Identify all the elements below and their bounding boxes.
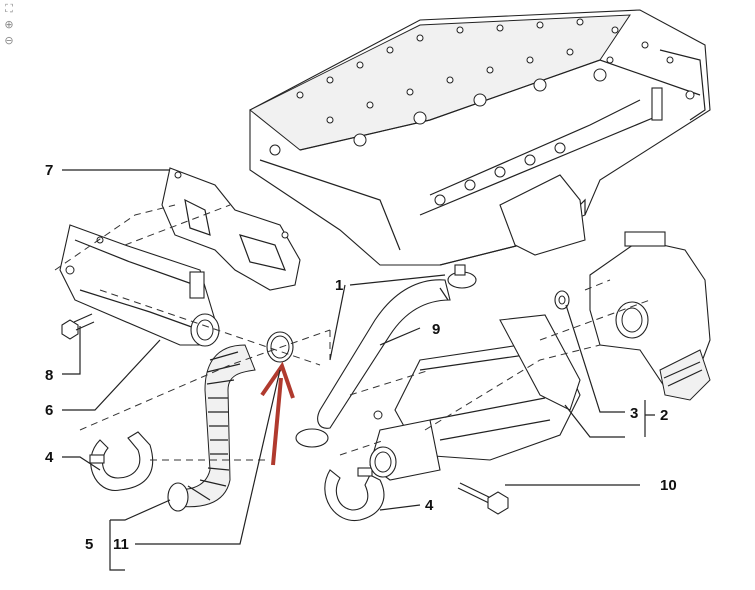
- cylinder-head-drawing: [249, 9, 711, 266]
- zoom-in-icon[interactable]: ⊕: [4, 18, 14, 31]
- gasket-part-7: [161, 167, 301, 291]
- hose-clamp-part-1: [295, 264, 477, 448]
- highlight-arrow: [260, 361, 295, 466]
- callout-4-left: 4: [45, 449, 54, 466]
- assembly-dashed-lines: [54, 204, 651, 461]
- callout-8: 8: [45, 367, 53, 384]
- callout-6: 6: [45, 402, 53, 419]
- callout-2: 2: [660, 407, 668, 424]
- fit-page-icon[interactable]: ⛶: [5, 2, 13, 15]
- callout-4-right: 4: [425, 497, 434, 514]
- callout-7: 7: [45, 162, 53, 179]
- bolt-part-10: [457, 482, 509, 515]
- clamp-part-4-left: [89, 431, 154, 491]
- bolt-part-8: [61, 313, 95, 340]
- callout-3: 3: [630, 405, 638, 422]
- pipe-part-9: [317, 279, 451, 429]
- zoom-out-icon[interactable]: ⊖: [4, 34, 14, 47]
- callout-9: 9: [432, 321, 440, 338]
- leader-lines: [62, 169, 655, 571]
- egr-cooler-part-6: [59, 224, 220, 347]
- callout-5: 5: [85, 536, 93, 553]
- seal-ring-part-3: [554, 290, 570, 310]
- throttle-housing: [589, 231, 711, 401]
- callout-1: 1: [335, 277, 343, 294]
- callout-labels: 7 1 9 8 6 3 2 4 10 4 5 11: [45, 162, 677, 553]
- egr-valve-part-2: [369, 314, 581, 481]
- clamp-part-4-right: [324, 467, 385, 522]
- hose-part-11: [167, 344, 256, 512]
- callout-11: 11: [113, 536, 129, 553]
- callout-10: 10: [660, 477, 677, 494]
